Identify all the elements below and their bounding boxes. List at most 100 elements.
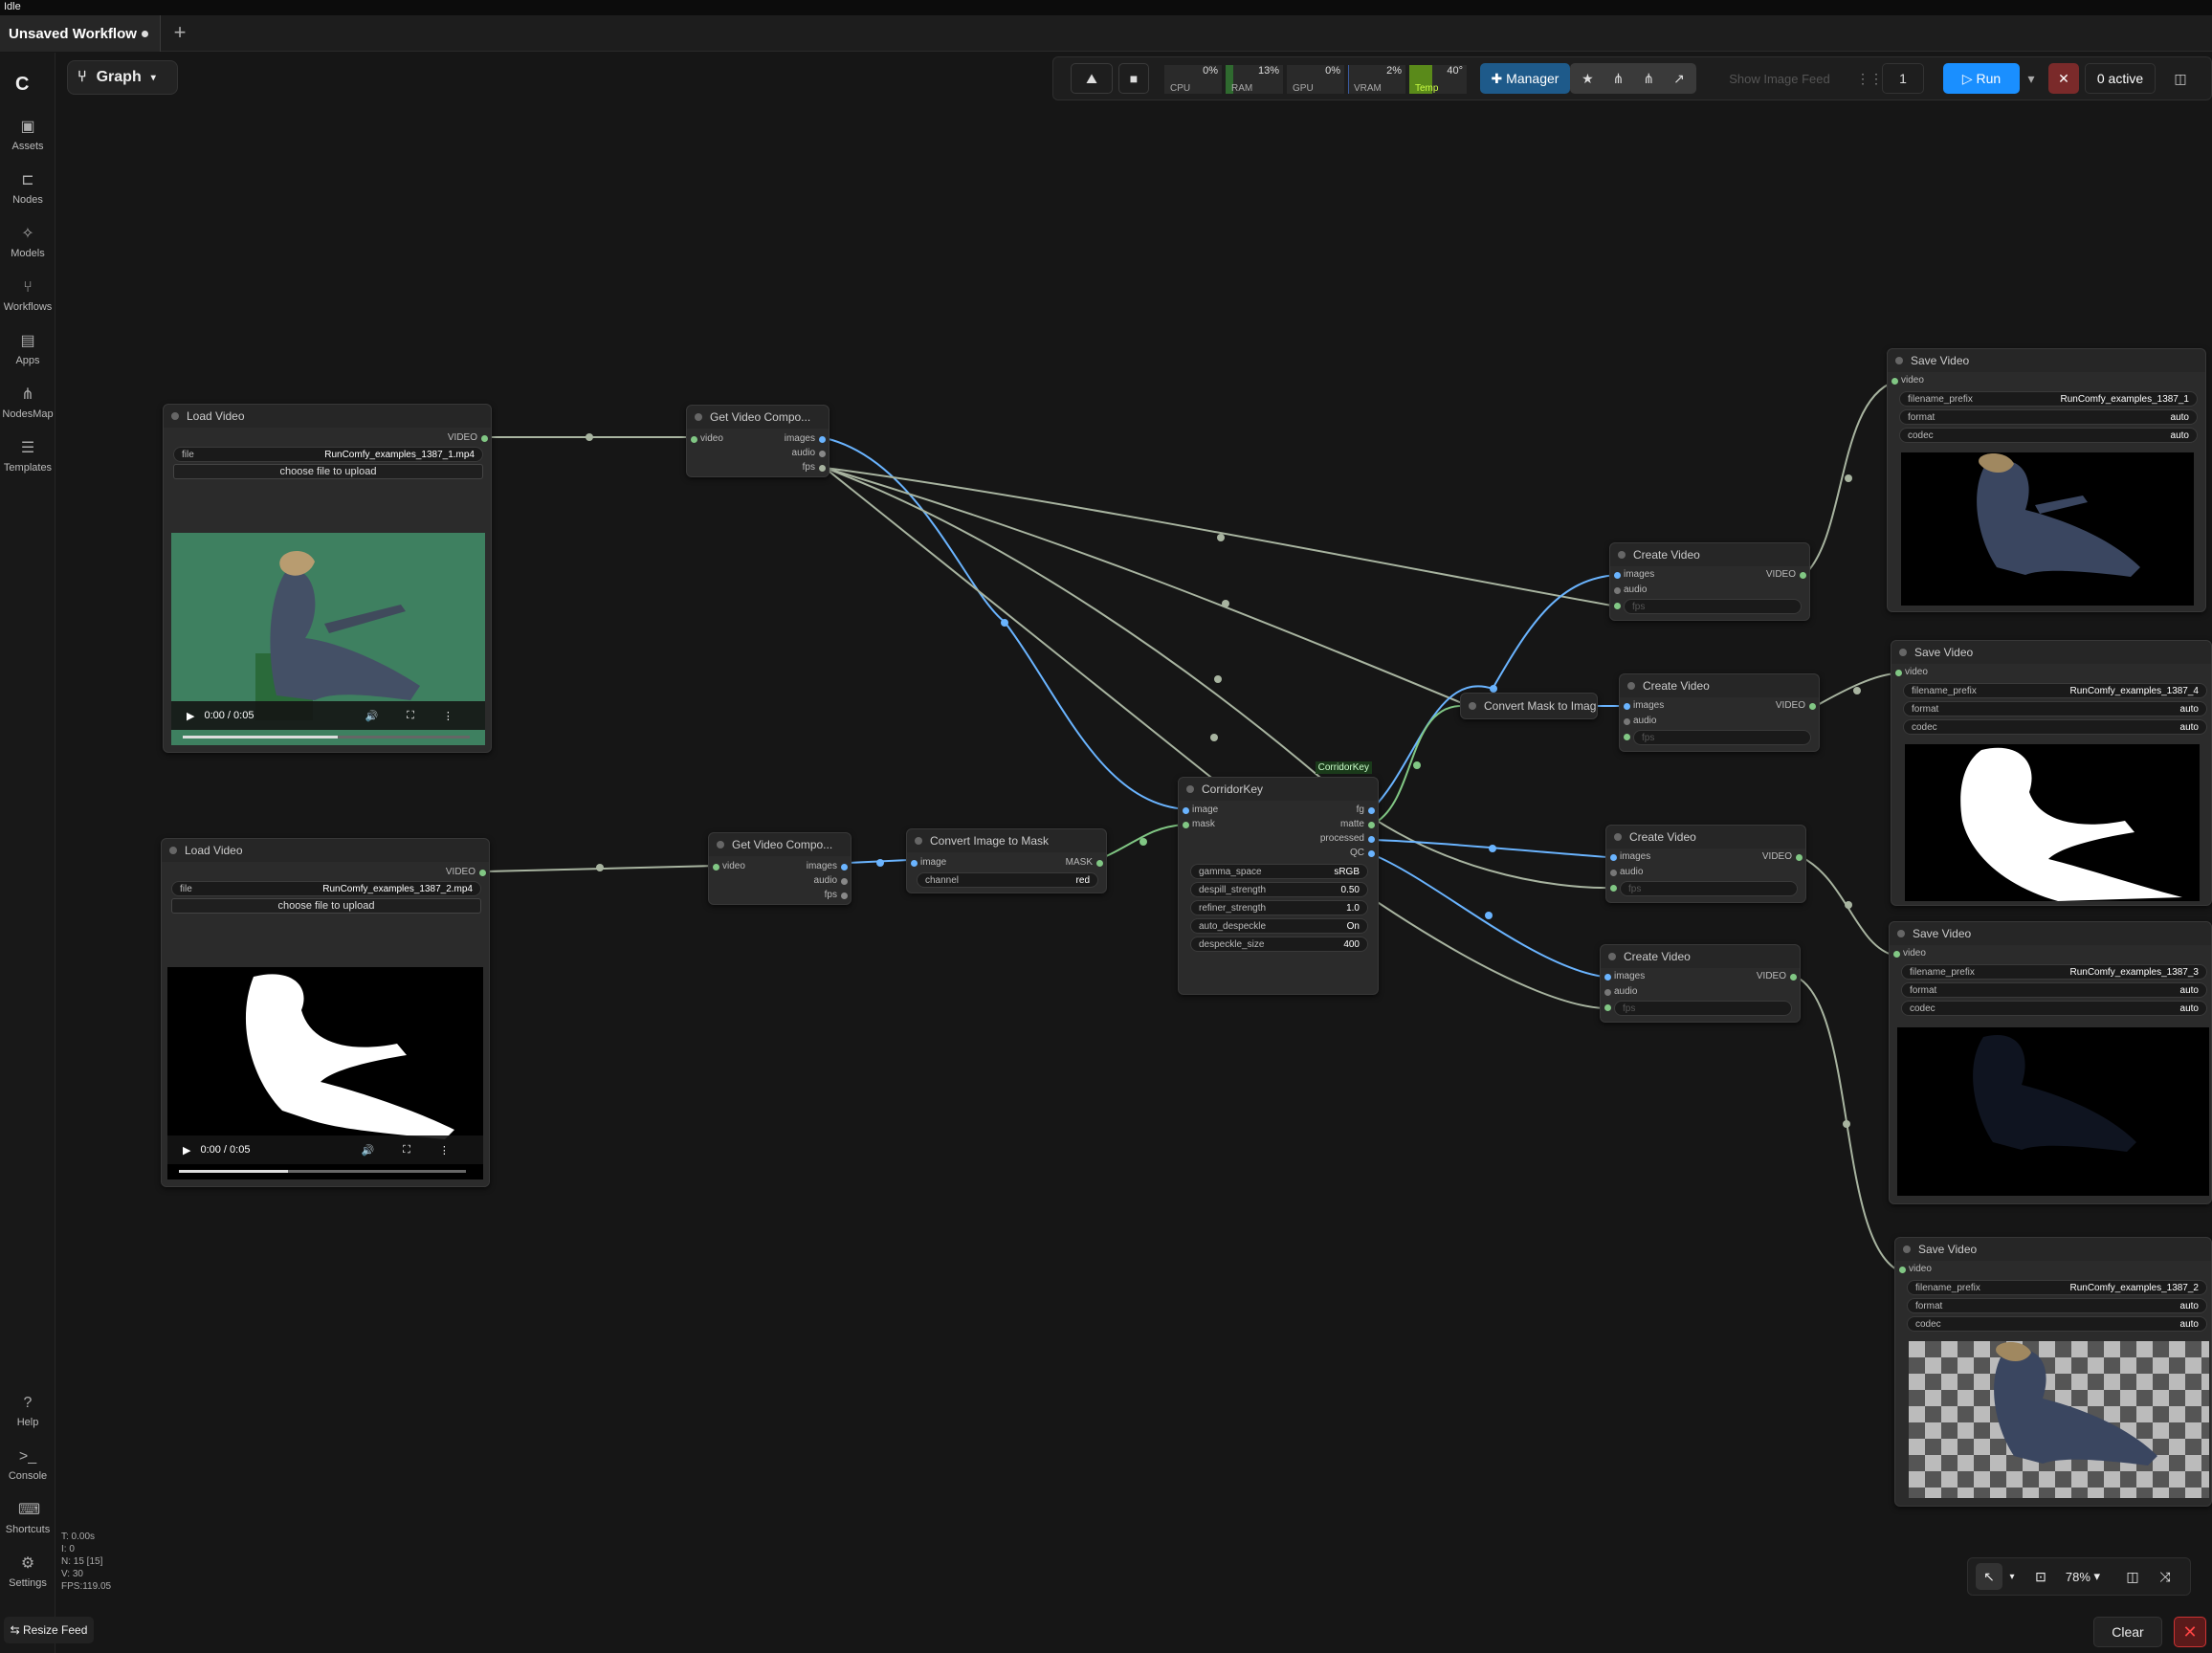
minimap-icon[interactable]: ◫ bbox=[2126, 1568, 2139, 1584]
output-pin[interactable] bbox=[1800, 572, 1806, 579]
input-pin[interactable] bbox=[1895, 670, 1902, 676]
input-pin[interactable] bbox=[1614, 587, 1621, 594]
input-pin[interactable] bbox=[1604, 989, 1611, 996]
input-pin[interactable] bbox=[1624, 703, 1630, 710]
input-pin[interactable] bbox=[1891, 378, 1898, 385]
output-pin[interactable] bbox=[1368, 822, 1375, 828]
share-icon[interactable]: ↗ bbox=[1673, 70, 1685, 86]
get-video-components-node-1[interactable]: Get Video Compo... video images audio fp… bbox=[686, 405, 830, 477]
fps-input[interactable]: fps bbox=[1620, 881, 1798, 896]
input-pin[interactable] bbox=[1183, 807, 1189, 814]
sidebar-item-nodes[interactable]: ⊏Nodes bbox=[0, 171, 55, 206]
input-pin[interactable] bbox=[1610, 854, 1617, 861]
output-pin[interactable] bbox=[1096, 860, 1103, 867]
sidebar-item-apps[interactable]: ▤Apps bbox=[0, 332, 55, 366]
create-video-node-2[interactable]: Create Video images audio fps VIDEO bbox=[1619, 673, 1820, 752]
sidebar-item-nodesmap[interactable]: ⋔NodesMap bbox=[0, 386, 55, 420]
corridorkey-node[interactable]: CorridorKey CorridorKey image mask fg ma… bbox=[1178, 761, 1379, 995]
input-pin[interactable] bbox=[911, 860, 918, 867]
input-pin[interactable] bbox=[1624, 734, 1630, 740]
input-pin[interactable] bbox=[1899, 1267, 1906, 1273]
sidebar-item-templates[interactable]: ☰Templates bbox=[0, 439, 55, 474]
zoom-control[interactable]: 78% ▾ bbox=[2065, 1569, 2101, 1584]
link-visibility-icon[interactable]: ⤨ bbox=[2159, 1568, 2171, 1584]
sidebar-item-shortcuts[interactable]: ⌨Shortcuts bbox=[0, 1501, 55, 1535]
new-tab-button[interactable]: + bbox=[173, 20, 187, 44]
run-button[interactable]: ▷ Run bbox=[1943, 63, 2020, 94]
create-video-node-1[interactable]: Create Video images audio fps VIDEO bbox=[1609, 542, 1810, 621]
convert-image-to-mask-node[interactable]: Convert Image to Mask image MASK channel… bbox=[906, 828, 1107, 893]
sidebar-item-assets[interactable]: ▣Assets bbox=[0, 118, 55, 152]
output-pin[interactable] bbox=[841, 893, 848, 899]
graph-menu-button[interactable]: ⑂Graph▾ bbox=[67, 60, 178, 95]
sidebar-item-workflows[interactable]: ⑂Workflows bbox=[0, 278, 55, 313]
fps-input[interactable]: fps bbox=[1614, 1001, 1792, 1016]
volume-icon[interactable]: 🔊 bbox=[365, 710, 379, 722]
workflow-tab[interactable]: Unsaved Workflow bbox=[0, 15, 161, 52]
fullscreen-icon[interactable]: ⛶ bbox=[403, 1143, 410, 1156]
output-pin[interactable] bbox=[841, 864, 848, 871]
run-options-chevron-icon[interactable]: ▾ bbox=[2027, 70, 2035, 86]
output-pin[interactable] bbox=[1790, 974, 1797, 981]
active-queue-button[interactable]: 0 active bbox=[2085, 63, 2156, 94]
output-pin[interactable] bbox=[479, 870, 486, 876]
output-pin[interactable] bbox=[481, 435, 488, 442]
output-pin[interactable] bbox=[1368, 850, 1375, 857]
create-video-node-4[interactable]: Create Video images audio fps VIDEO bbox=[1600, 944, 1801, 1023]
input-pin[interactable] bbox=[1604, 1004, 1611, 1011]
comfy-registry-icon[interactable]: ⛰ bbox=[1071, 63, 1113, 94]
input-pin[interactable] bbox=[1604, 974, 1611, 981]
output-pin[interactable] bbox=[1796, 854, 1803, 861]
manager-button[interactable]: ✚ Manager bbox=[1480, 63, 1570, 94]
video-preview[interactable]: ▶0:00 / 0:05🔊⛶⋮ bbox=[167, 967, 483, 1179]
sidebar-item-models[interactable]: ✧Models bbox=[0, 225, 55, 259]
panel-toggle-icon[interactable]: ◫ bbox=[2174, 70, 2187, 86]
upload-button[interactable]: choose file to upload bbox=[173, 464, 483, 479]
output-pin[interactable] bbox=[1809, 703, 1816, 710]
output-pin[interactable] bbox=[819, 465, 826, 472]
clear-button[interactable]: Clear bbox=[2093, 1617, 2162, 1647]
sidebar-item-settings[interactable]: ⚙Settings bbox=[0, 1554, 55, 1589]
output-pin[interactable] bbox=[819, 451, 826, 457]
batch-count-input[interactable]: 1 bbox=[1882, 63, 1924, 94]
input-pin[interactable] bbox=[691, 436, 697, 443]
fps-input[interactable]: fps bbox=[1633, 730, 1811, 745]
resize-feed-button[interactable]: ⇆ Resize Feed bbox=[4, 1617, 94, 1643]
input-pin[interactable] bbox=[1614, 603, 1621, 609]
upload-button[interactable]: choose file to upload bbox=[171, 898, 481, 914]
progress-track[interactable] bbox=[183, 736, 470, 738]
drag-handle-icon[interactable]: ⋮⋮ bbox=[1856, 70, 1883, 86]
models-icon[interactable]: ⋔ bbox=[1643, 70, 1655, 86]
video-preview[interactable]: ▶0:00 / 0:05🔊⛶⋮ bbox=[171, 533, 485, 745]
star-icon[interactable]: ★ bbox=[1582, 70, 1594, 86]
play-icon[interactable]: ▶ bbox=[183, 1144, 191, 1157]
volume-icon[interactable]: 🔊 bbox=[361, 1144, 375, 1157]
tool-chevron-icon[interactable]: ▾ bbox=[2009, 1571, 2015, 1582]
input-pin[interactable] bbox=[1610, 885, 1617, 892]
progress-track[interactable] bbox=[179, 1170, 466, 1173]
cancel-button[interactable]: ✕ bbox=[2048, 63, 2079, 94]
close-feed-icon[interactable]: ✕ bbox=[2174, 1617, 2206, 1647]
input-pin[interactable] bbox=[1610, 870, 1617, 876]
convert-mask-to-image-node[interactable]: Convert Mask to Imag bbox=[1460, 693, 1598, 719]
